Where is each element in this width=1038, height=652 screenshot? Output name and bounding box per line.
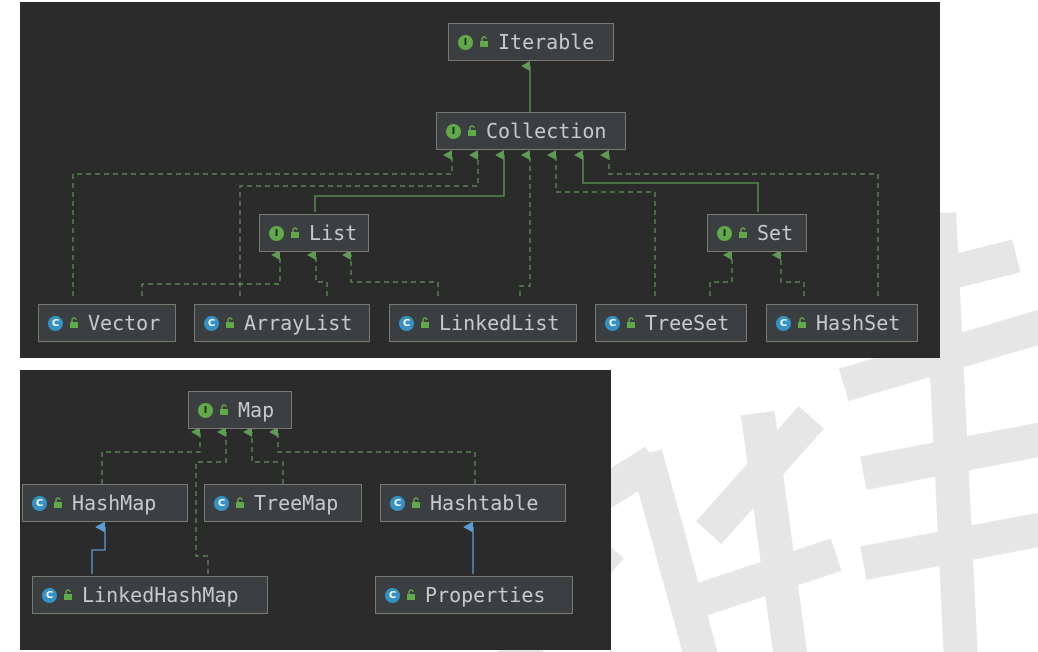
node-hashtable[interactable]: C Hashtable [380, 484, 566, 522]
node-vector[interactable]: C Vector [38, 304, 176, 342]
class-badge-icon: C [214, 495, 229, 511]
public-lock-icon [220, 404, 228, 415]
node-set[interactable]: I Set [707, 214, 807, 252]
public-lock-icon [70, 317, 78, 328]
node-label: TreeMap [254, 491, 339, 515]
node-label: Iterable [498, 30, 595, 54]
edge-hashtable-map [269, 427, 476, 484]
interface-badge-icon: I [446, 123, 461, 139]
class-badge-icon: C [385, 587, 400, 603]
collection-edges [72, 61, 879, 296]
public-lock-icon [64, 589, 72, 600]
edge-arraylist-collection [239, 150, 479, 296]
node-iterable[interactable]: I Iterable [448, 23, 614, 61]
map-hierarchy-diagram: I Map C HashMap C TreeMap C Hashtable C … [20, 370, 611, 650]
edge-linkedhashmap-map [195, 427, 227, 574]
node-label: LinkedHashMap [82, 583, 239, 607]
public-lock-icon [291, 227, 299, 238]
edge-arraylist-list [307, 250, 328, 296]
public-lock-icon [407, 589, 415, 600]
map-edges [91, 427, 476, 574]
node-map[interactable]: I Map [188, 391, 292, 429]
node-label: ArrayList [244, 311, 353, 335]
class-badge-icon: C [399, 315, 414, 331]
edge-treeset-collection [547, 150, 656, 296]
edge-hashset-set [772, 250, 805, 296]
node-treeset[interactable]: C TreeSet [595, 304, 747, 342]
public-lock-icon [226, 317, 234, 328]
node-label: HashMap [72, 491, 157, 515]
public-lock-icon [54, 497, 62, 508]
interface-badge-icon: I [198, 402, 213, 418]
interface-badge-icon: I [458, 34, 473, 50]
node-label: List [309, 221, 358, 245]
node-collection[interactable]: I Collection [436, 112, 626, 150]
edge-vector-list [141, 250, 281, 296]
node-label: Vector [88, 311, 161, 335]
public-lock-icon [627, 317, 635, 328]
node-label: Collection [486, 119, 607, 143]
class-badge-icon: C [204, 315, 219, 331]
node-properties[interactable]: C Properties [375, 576, 573, 614]
interface-badge-icon: I [269, 225, 284, 241]
public-lock-icon [798, 317, 806, 328]
edge-linkedlist-list [342, 250, 439, 296]
edge-linkedhashmap-hashmap [91, 521, 106, 574]
node-list[interactable]: I List [259, 214, 369, 252]
class-badge-icon: C [48, 315, 63, 331]
edge-hashmap-map [101, 427, 201, 484]
node-label: TreeSet [645, 311, 730, 335]
class-badge-icon: C [32, 495, 47, 511]
node-treemap[interactable]: C TreeMap [204, 484, 362, 522]
public-lock-icon [236, 497, 244, 508]
public-lock-icon [412, 497, 420, 508]
public-lock-icon [739, 227, 747, 238]
class-badge-icon: C [42, 587, 57, 603]
node-label: Hashtable [430, 491, 539, 515]
class-badge-icon: C [605, 315, 620, 331]
node-label: Set [757, 221, 794, 245]
edge-treemap-map [243, 427, 284, 484]
node-linkedhashmap[interactable]: C LinkedHashMap [32, 576, 268, 614]
edge-hashset-collection [600, 150, 879, 296]
collection-hierarchy-diagram: I Iterable I Collection I List I Set C V… [20, 2, 940, 358]
public-lock-icon [480, 36, 488, 47]
interface-badge-icon: I [717, 225, 732, 241]
edge-set-collection [574, 150, 759, 212]
public-lock-icon [421, 317, 429, 328]
edge-linkedlist-collection [519, 150, 531, 296]
node-hashmap[interactable]: C HashMap [22, 484, 188, 522]
node-hashset[interactable]: C HashSet [766, 304, 918, 342]
node-label: LinkedList [439, 311, 560, 335]
node-label: Properties [425, 583, 546, 607]
class-badge-icon: C [776, 315, 791, 331]
node-linkedlist[interactable]: C LinkedList [389, 304, 577, 342]
public-lock-icon [468, 125, 476, 136]
class-badge-icon: C [390, 495, 405, 511]
edge-treeset-set [709, 250, 733, 296]
node-label: Map [238, 398, 275, 422]
node-label: HashSet [816, 311, 901, 335]
node-arraylist[interactable]: C ArrayList [194, 304, 370, 342]
edge-list-collection [314, 150, 505, 212]
